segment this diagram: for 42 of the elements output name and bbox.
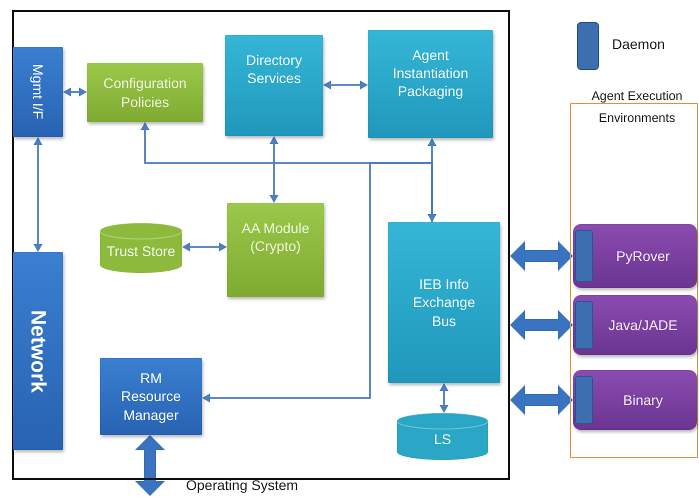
node-label: Mgmt I/F: [29, 64, 48, 120]
storage-cylinder: [100, 223, 182, 273]
arrow: [182, 242, 227, 252]
arrow: [140, 122, 433, 222]
arrow: [323, 80, 368, 90]
node-label: Directory Services: [244, 51, 303, 88]
legend-label: Daemon: [612, 36, 665, 52]
arrow: [270, 136, 278, 203]
block-arrow: [510, 385, 573, 415]
process-box: [227, 203, 324, 297]
group-heading: Agent Execution Environments: [590, 88, 684, 127]
process-box: [100, 358, 202, 435]
block-arrow: [135, 435, 165, 496]
node-label: PyRover: [615, 246, 671, 266]
layer-label: Operating System: [186, 477, 298, 493]
process-box: [225, 35, 323, 136]
process-box: [13, 47, 63, 137]
storage-cylinder: [397, 413, 488, 460]
environment-box: [573, 224, 697, 288]
system-frame: [12, 10, 510, 480]
arrow: [63, 88, 87, 96]
node-label: Trust Store: [106, 242, 176, 260]
node-label: RM Resource Manager: [120, 369, 182, 424]
node-label: Binary: [622, 390, 664, 410]
process-box: [13, 252, 63, 450]
process-box: [87, 63, 203, 122]
environment-box: [573, 295, 697, 355]
node-label: Agent Instantiation Packaging: [392, 46, 470, 101]
arrow: [34, 137, 42, 252]
process-box: [388, 222, 500, 383]
process-box: [368, 30, 493, 138]
block-arrow: [510, 241, 573, 271]
node-label: Configuration Policies: [102, 74, 188, 111]
node-label: LS: [432, 430, 452, 449]
node-label: IEB Info Exchange Bus: [412, 275, 476, 330]
arrow: [202, 162, 436, 402]
block-arrow: [510, 310, 573, 340]
node-label: Java/JADE: [607, 316, 679, 334]
environment-box: [573, 370, 697, 430]
node-label: AA Module (Crypto): [240, 219, 310, 256]
arrow: [440, 383, 448, 413]
node-label: Network: [26, 310, 51, 392]
